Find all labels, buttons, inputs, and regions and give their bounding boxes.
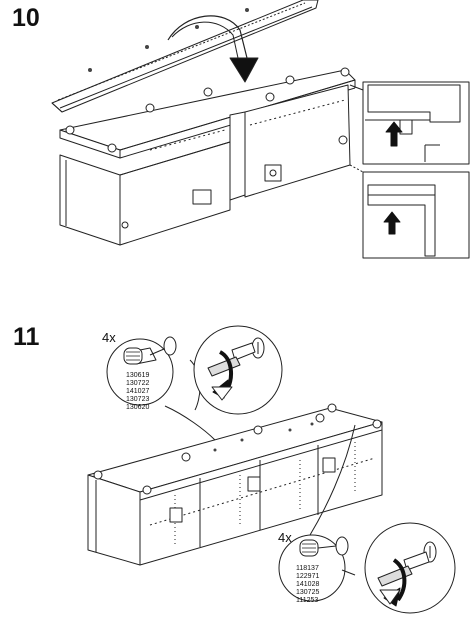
quantity-label-top: 4x (102, 330, 116, 345)
step-10-number: 10 (12, 4, 40, 32)
cabinet-step11 (87, 403, 383, 566)
detail-box-top (362, 81, 470, 165)
quantity-label-bottom: 4x (278, 530, 292, 545)
part-number: 130619 (126, 372, 150, 379)
part-number: 130620 (126, 404, 150, 411)
part-numbers-bottom: 118137 122971 141028 130725 111253 (296, 565, 319, 605)
part-number: 111253 (296, 597, 319, 604)
part-number: 141028 (296, 581, 320, 588)
callout-bottom (278, 424, 456, 614)
top-panel-lifted (51, 0, 319, 113)
part-numbers-top: 130619 130722 141027 130723 130620 (126, 372, 149, 412)
cabinet-step10 (59, 67, 356, 246)
part-number: 130725 (296, 589, 320, 596)
detail-box-bottom (362, 171, 470, 259)
part-number: 141027 (126, 388, 150, 395)
part-number: 118137 (296, 565, 319, 572)
lowering-arrow-icon (167, 15, 259, 83)
part-number: 130723 (126, 396, 150, 403)
part-number: 130722 (126, 380, 150, 387)
callout-top (106, 325, 283, 441)
part-number: 122971 (296, 573, 320, 580)
step-11-number: 11 (13, 323, 40, 351)
